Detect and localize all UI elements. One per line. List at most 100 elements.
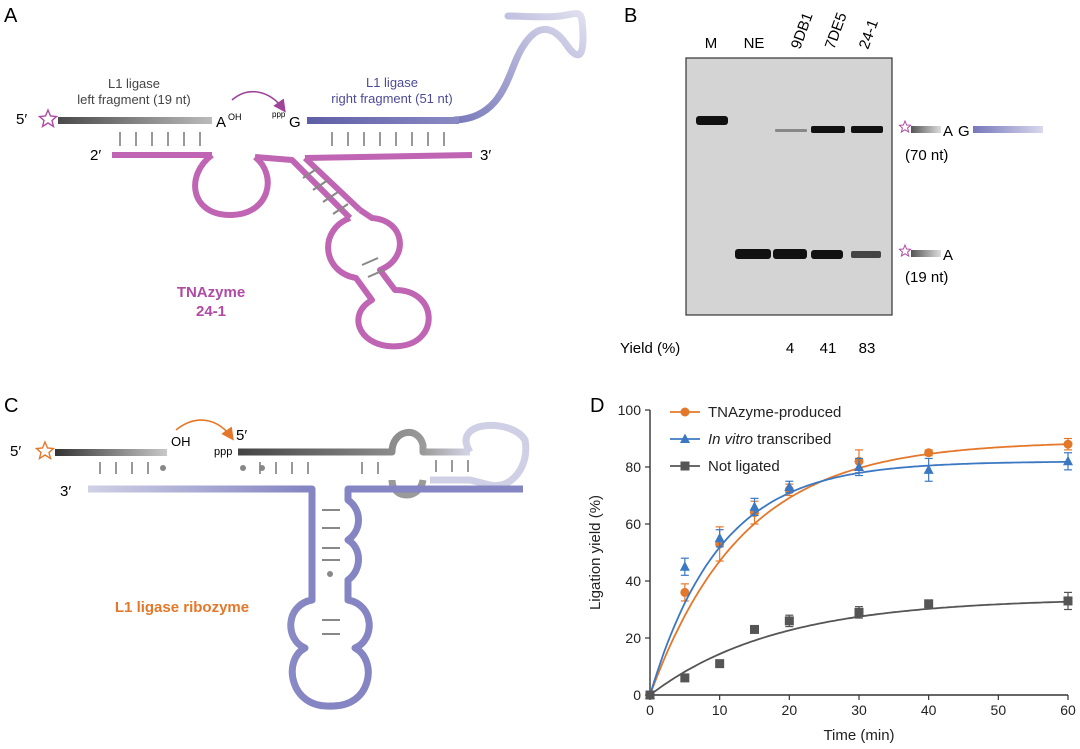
x-tick-label: 30 [851,702,867,718]
c-left-pairs [99,462,149,474]
product-size: (70 nt) [905,147,948,164]
c-oh: OH [171,434,191,449]
lane-label-7de5: 7DE5 [822,10,851,51]
c-three-prime: 3′ [60,483,71,500]
x-tick-label: 60 [1060,702,1076,718]
data-point [923,464,934,474]
y-tick-label: 100 [618,402,642,418]
yield-7de5: 41 [820,340,837,357]
lane-label-m: M [705,35,718,52]
right-fragment-label-line2: right fragment (51 nt) [331,91,452,106]
x-tick-label: 50 [991,702,1007,718]
lane-label-9db1: 9DB1 [788,10,817,51]
y-tick-label: 80 [625,459,641,475]
data-point [714,532,725,543]
series-circle [645,437,1073,700]
product-schematic-left [911,126,941,133]
data-point [1063,596,1073,606]
c-wobble-dots [160,465,333,577]
c-star-icon [34,440,56,461]
data-point [749,501,760,511]
right-fragment-strand [307,117,459,124]
a-base: A [216,114,226,131]
right-fragment-tail-visible [451,10,587,124]
panel-c: C 5′ OH ppp 5′ 3′ [4,395,530,710]
tnazyme-stem-pairs [302,167,385,278]
panel-d-label: D [590,395,604,417]
data-point [715,659,725,669]
y-tick-label: 20 [625,630,641,646]
yield-24-1: 83 [859,340,876,357]
legend-marker [680,433,690,443]
data-point [680,673,690,683]
series-square [645,591,1073,700]
panel-c-label: C [4,395,18,417]
band-substrate-24-1 [851,251,881,258]
panel-b-label: B [624,5,637,27]
panel-a-label: A [4,5,18,27]
legend-label: TNAzyme-produced [708,404,841,421]
legend-label: Not ligated [708,458,780,475]
enzyme-name-line2: 24-1 [196,303,226,320]
panel-b: B M NE 9DB1 7DE5 24-1 A G (70 nt) [620,5,1043,357]
band-product-24-1 [851,126,883,133]
g-base: G [289,114,301,131]
data-point [924,448,934,458]
data-point [750,624,759,634]
y-tick-label: 60 [625,516,641,532]
c-hairpin-pairs [259,460,469,474]
c-ligation-arrow-icon [175,419,234,441]
legend-label: In vitro transcribed [708,431,831,448]
fit-curve [649,461,1068,696]
x-tick-label: 0 [646,702,654,718]
yield-9db1: 4 [786,340,794,357]
lane-label-ne: NE [744,35,765,52]
y-tick-label: 40 [625,573,641,589]
x-tick-label: 40 [921,702,937,718]
left-fragment-strand [58,117,212,124]
data-point [854,607,864,617]
c-ppp: ppp [214,446,232,458]
right-fragment-label-line1: L1 ligase [366,75,418,90]
c-five-prime-right: 5′ [236,427,247,444]
gel-bands [696,116,883,259]
gel-image [685,57,893,316]
data-point [924,599,934,609]
data-point [1063,439,1073,449]
left-five-prime: 5′ [16,111,27,128]
c-five-prime-left: 5′ [10,443,21,460]
product-schematic-right [973,126,1043,133]
enzyme-name-line1: TNAzyme [177,284,245,301]
y-tick-label: 0 [633,687,641,703]
c-right-strand [238,421,530,499]
legend-marker [680,407,690,417]
three-prime-label-a: 3′ [480,147,491,164]
oh-superscript: OH [228,112,242,122]
product-star-icon [898,119,912,134]
ligation-arrow-icon [231,91,286,113]
band-substrate-7de5 [811,250,843,259]
x-tick-label: 20 [782,702,798,718]
panel-a: A 5′ L1 ligase left fragment (19 nt) A O… [4,5,587,350]
substrate-size: (19 nt) [905,269,948,286]
band-product-7de5 [811,126,845,133]
product-base-g: G [958,123,970,140]
tnazyme-strand [112,152,473,350]
lane-label-24-1: 24-1 [856,17,882,51]
y-axis-label: Ligation yield (%) [587,495,604,610]
substrate-star-icon [898,243,912,258]
left-fragment-label-line1: L1 ligase [108,76,160,91]
data-point [680,587,690,597]
c-left-fragment [55,449,167,456]
label-star-icon [37,108,59,129]
ribozyme-strand [88,485,523,710]
yield-label: Yield (%) [620,340,680,357]
base-pairs-left [119,132,201,146]
base-pairs-right [331,132,445,146]
ppp-superscript: ppp [272,110,286,119]
data-point [784,481,795,491]
ribozyme-title: L1 ligase ribozyme [115,599,249,616]
